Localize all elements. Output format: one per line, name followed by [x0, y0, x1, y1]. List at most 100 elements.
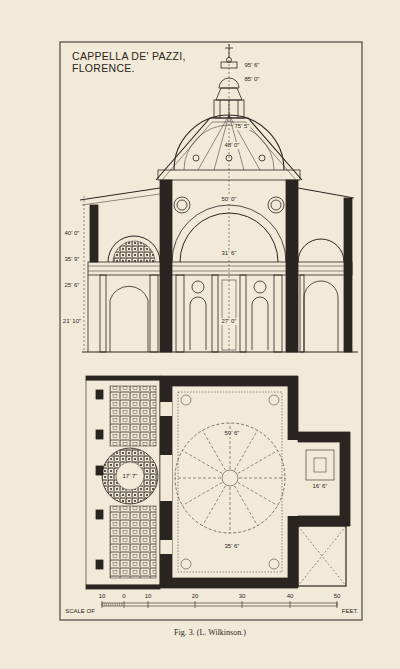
drawing-line: [242, 601, 243, 608]
scale-number-label: 40: [286, 593, 295, 600]
dimension-label: 50' 0": [221, 196, 238, 203]
scale-bar: [102, 601, 337, 608]
dimension-label: 17' 7": [122, 473, 139, 480]
drawing-line: [192, 281, 204, 293]
drawing-line: [226, 155, 232, 161]
drawing-line: [216, 88, 242, 100]
dimension-label: 27' 0": [221, 318, 238, 325]
dimension-label: 85' 0": [244, 76, 261, 83]
drawing-line: [150, 275, 158, 352]
drawing-line: [222, 470, 238, 486]
drawing-line: [162, 122, 296, 180]
drawing-title: CAPPELLA DE' PAZZI, FLORENCE.: [72, 50, 202, 74]
drawing-line: [274, 275, 282, 352]
drawing-line: [160, 376, 298, 588]
dimension-label: 35' 6": [224, 543, 241, 550]
drawing-line: [113, 603, 114, 606]
drawing-line: [181, 559, 191, 569]
drawing-line: [175, 478, 221, 479]
drawing-line: [174, 197, 190, 213]
drawing-line: [121, 603, 122, 606]
drawing-line: [344, 198, 352, 352]
drawing-line: [203, 430, 226, 470]
drawing-line: [106, 603, 107, 606]
drawing-line: [110, 603, 111, 606]
drawing-line: [269, 395, 279, 405]
drawing-line: [102, 448, 158, 504]
drawing-line: [182, 483, 222, 506]
drawing-line: [198, 115, 260, 170]
drawing-line: [84, 196, 85, 352]
scale-caption-label: FEET.: [341, 608, 359, 615]
dimension-label: 48' 0": [224, 142, 241, 149]
drawing-line: [86, 585, 160, 589]
drawing-line: [116, 462, 144, 490]
drawing-line: [119, 603, 120, 606]
drawing-line: [100, 275, 106, 352]
drawing-line: [182, 451, 222, 474]
drawing-line: [190, 297, 206, 350]
drawing-line: [110, 386, 156, 446]
plan-view: [86, 376, 350, 589]
drawing-line: [195, 601, 196, 608]
drawing-line: [82, 351, 358, 352]
drawing-line: [86, 376, 160, 380]
scale-number-label: 50: [333, 593, 342, 600]
drawing-line: [298, 432, 350, 526]
drawing-line: [254, 281, 266, 293]
dimension-label: 31' 6": [221, 250, 238, 257]
drawing-line: [252, 297, 268, 350]
dimension-label: 95' 6": [244, 62, 261, 69]
drawing-line: [180, 213, 278, 262]
drawing-line: [271, 200, 281, 210]
drawing-line: [238, 483, 278, 506]
drawing-line: [181, 395, 191, 405]
drawing-line: [104, 603, 105, 606]
drawing-line: [96, 430, 103, 439]
drawing-line: [96, 560, 103, 569]
scale-number-label: 20: [191, 593, 200, 600]
drawing-line: [102, 603, 337, 606]
drawing-line: [174, 115, 284, 170]
drawing-line: [176, 275, 184, 352]
drawing-line: [240, 275, 246, 352]
drawing-line: [148, 601, 149, 608]
scale-number-label: 0: [121, 593, 126, 600]
drawing-line: [239, 478, 285, 479]
drawing-line: [235, 486, 258, 526]
frame: [60, 42, 362, 620]
drawing-line: [88, 266, 352, 267]
drawing-line: [82, 194, 160, 205]
drawing-line: [298, 526, 346, 586]
drawing-line: [102, 601, 103, 608]
drawing-line: [96, 466, 103, 475]
drawing-line: [172, 205, 286, 262]
drawing-line: [113, 241, 155, 262]
drawing-line: [184, 125, 274, 170]
scale-number-label: 10: [144, 593, 153, 600]
dimension-label: 25' 6": [64, 282, 81, 289]
dimension-label: 35' 9": [64, 256, 81, 263]
drawing-line: [102, 601, 337, 608]
drawing-line: [268, 197, 284, 213]
drawing-line: [60, 42, 362, 620]
drawing-line: [221, 62, 237, 68]
drawing-line: [300, 275, 304, 352]
drawing-line: [298, 239, 344, 262]
section-view: [80, 44, 358, 352]
drawing-line: [238, 451, 278, 474]
dimension-label: 40' 0": [64, 230, 81, 237]
drawing-line: [259, 155, 265, 161]
drawing-line: [108, 236, 160, 262]
drawing-line: [124, 601, 125, 608]
drawing-line: [160, 402, 172, 416]
drawing-line: [117, 603, 118, 606]
scale-number-label: 30: [238, 593, 247, 600]
drawing-line: [108, 603, 109, 606]
drawing-line: [177, 200, 187, 210]
drawing-line: [96, 510, 103, 519]
drawing-line: [298, 526, 346, 586]
drawing-line: [80, 188, 160, 200]
